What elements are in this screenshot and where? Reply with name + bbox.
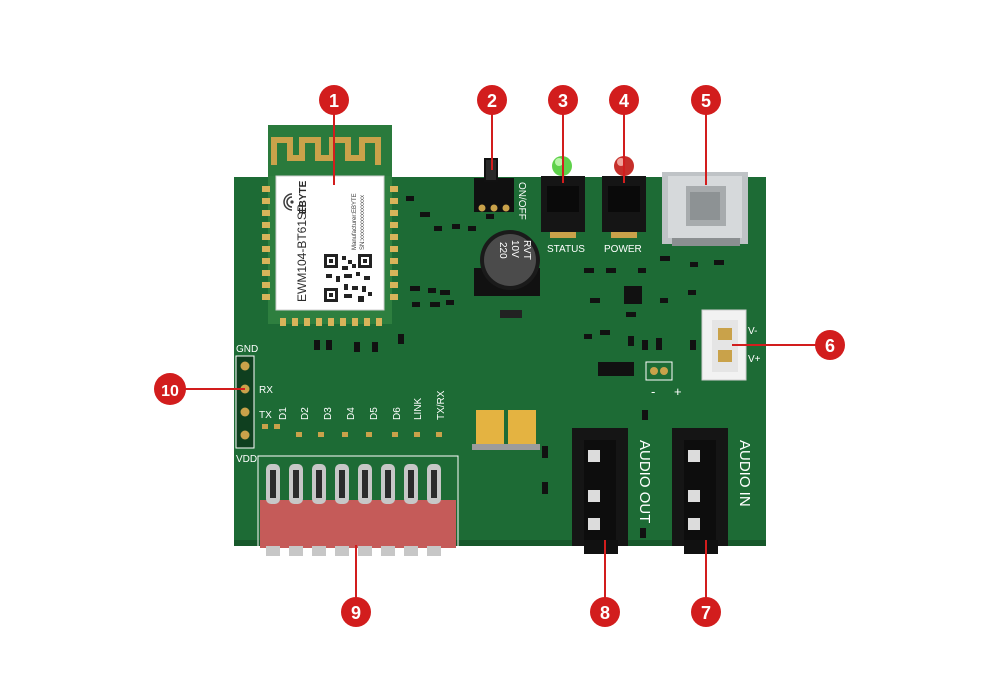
callout-1: 1: [319, 85, 349, 115]
electrolytic-capacitor: 220 10V RVT: [474, 230, 540, 296]
callout-label: 9: [351, 603, 361, 623]
callout-2: 2: [477, 85, 507, 115]
cap-text-2: 10V: [509, 240, 520, 258]
audio-in-label: AUDIO IN: [736, 440, 753, 507]
callout-label: 3: [558, 91, 568, 111]
dip-switch: [257, 455, 459, 556]
module-serial: SN:xxxxxxxxxxxxxxx: [360, 195, 366, 250]
dip-label: D5: [369, 407, 380, 420]
power-switch: [474, 158, 514, 212]
callout-label: 4: [619, 91, 629, 111]
dip-labels: D1 D2 D3 D4 D5 D6 LINK TX/RX: [278, 390, 447, 420]
dip-label: D3: [323, 407, 334, 420]
callout-3: 3: [548, 85, 578, 115]
cap-text-1: 220: [497, 242, 508, 259]
callout-8: 8: [590, 597, 620, 627]
rx-label: RX: [259, 385, 273, 396]
callout-label: 10: [161, 383, 179, 400]
plus-label: +: [674, 384, 682, 399]
audio-out-jack: [572, 428, 628, 554]
callout-label: 7: [701, 603, 711, 623]
dip-label: D4: [346, 407, 357, 420]
audio-in-jack: [672, 428, 728, 554]
callout-7: 7: [691, 597, 721, 627]
tx-label: TX: [259, 410, 272, 421]
dip-label: D2: [300, 407, 311, 420]
switch-label: ON/OFF: [516, 182, 527, 220]
vdd-label: VDD: [236, 454, 257, 465]
callout-4: 4: [609, 85, 639, 115]
status-label: STATUS: [547, 244, 585, 255]
tantalum-capacitors: [472, 410, 540, 450]
module-brand: EBYTE: [298, 180, 309, 214]
callout-10: 10: [154, 373, 186, 405]
module-model: EWM104-BT61SP: [295, 204, 309, 302]
gnd-label: GND: [236, 344, 258, 355]
dip-label: D6: [392, 407, 403, 420]
vplus-label: V+: [748, 354, 761, 365]
dip-label: LINK: [413, 397, 424, 420]
minus-label: -: [651, 384, 655, 399]
callout-label: 5: [701, 91, 711, 111]
bluetooth-module: EBYTE EWM104-BT61SP Manufacturer:EBYTE S…: [262, 125, 398, 326]
callout-9: 9: [341, 597, 371, 627]
callout-6: 6: [815, 330, 845, 360]
callout-lines: [185, 110, 816, 598]
dip-label: TX/RX: [436, 390, 447, 420]
audio-out-label: AUDIO OUT: [636, 440, 653, 523]
callout-label: 1: [329, 91, 339, 111]
qr-code: [322, 252, 374, 304]
power-label: POWER: [604, 244, 642, 255]
callout-5: 5: [691, 85, 721, 115]
vminus-label: V-: [748, 326, 757, 337]
cap-text-3: RVT: [521, 240, 532, 260]
callout-label: 6: [825, 336, 835, 356]
dip-leds: [262, 424, 442, 437]
dip-label: D1: [278, 407, 289, 420]
usb-c-port: [662, 172, 748, 246]
status-led: [541, 156, 585, 238]
callout-label: 2: [487, 91, 497, 111]
callout-label: 8: [600, 603, 610, 623]
power-pads: [645, 361, 673, 381]
module-manufacturer: Manufacturer:EBYTE: [352, 193, 358, 250]
smd-components: [314, 196, 724, 538]
uart-header: [235, 355, 255, 449]
ebyte-logo-icon: [283, 193, 294, 211]
